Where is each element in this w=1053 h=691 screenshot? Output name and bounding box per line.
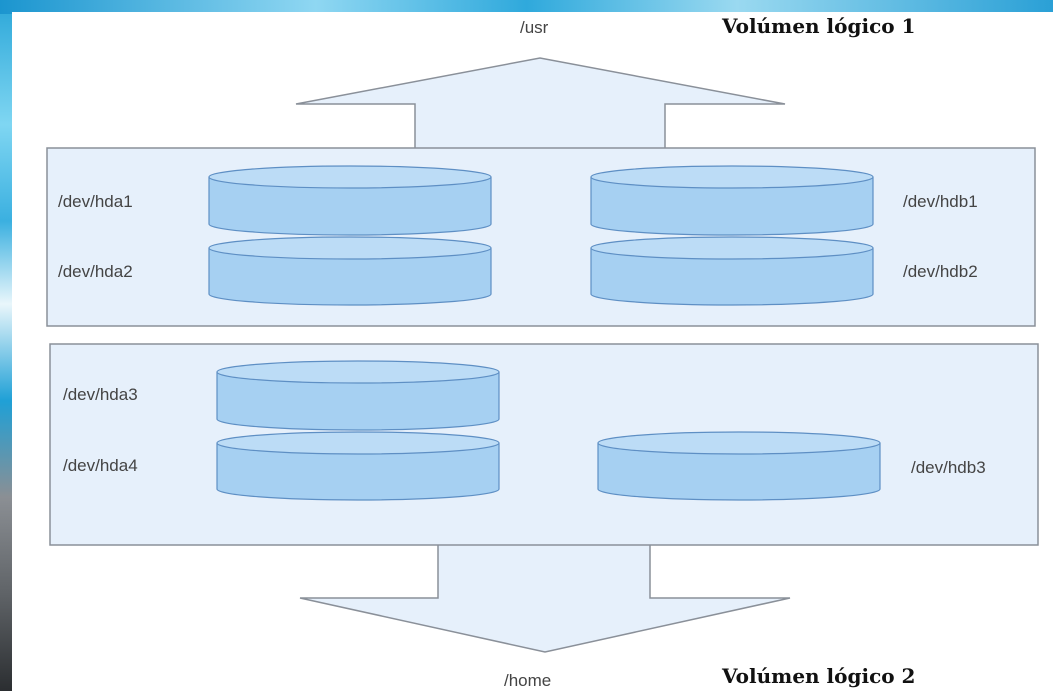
- dev-hdb3-label: /dev/hdb3: [911, 458, 986, 477]
- disk-hda1: [208, 165, 492, 236]
- dev-hda4-label: /dev/hda4: [63, 456, 138, 475]
- home-arrow: [299, 545, 791, 653]
- disk-hda3: [216, 360, 500, 431]
- dev-hda3-label: /dev/hda3: [63, 385, 138, 404]
- home-mount-label: /home: [504, 671, 552, 690]
- dev-hda2-label: /dev/hda2: [58, 262, 133, 281]
- volume-1-label: Volúmen lógico 1: [722, 14, 916, 38]
- usr-mount-label: /usr: [520, 18, 549, 37]
- volume-group-1-panel: [46, 147, 1036, 327]
- dev-hdb2-label: /dev/hdb2: [903, 262, 978, 281]
- disk-hdb2: [590, 236, 874, 306]
- volume-group-2-panel: [49, 343, 1039, 546]
- disk-hda4: [216, 431, 500, 501]
- dev-hdb1-label: /dev/hdb1: [903, 192, 978, 211]
- disk-hdb3: [597, 431, 881, 501]
- volume-2-label: Volúmen lógico 2: [722, 664, 916, 688]
- disk-hda2: [208, 236, 492, 306]
- background-top-edge: [0, 0, 1053, 14]
- usr-arrow: [295, 57, 786, 148]
- disk-hdb1: [590, 165, 874, 236]
- dev-hda1-label: /dev/hda1: [58, 192, 133, 211]
